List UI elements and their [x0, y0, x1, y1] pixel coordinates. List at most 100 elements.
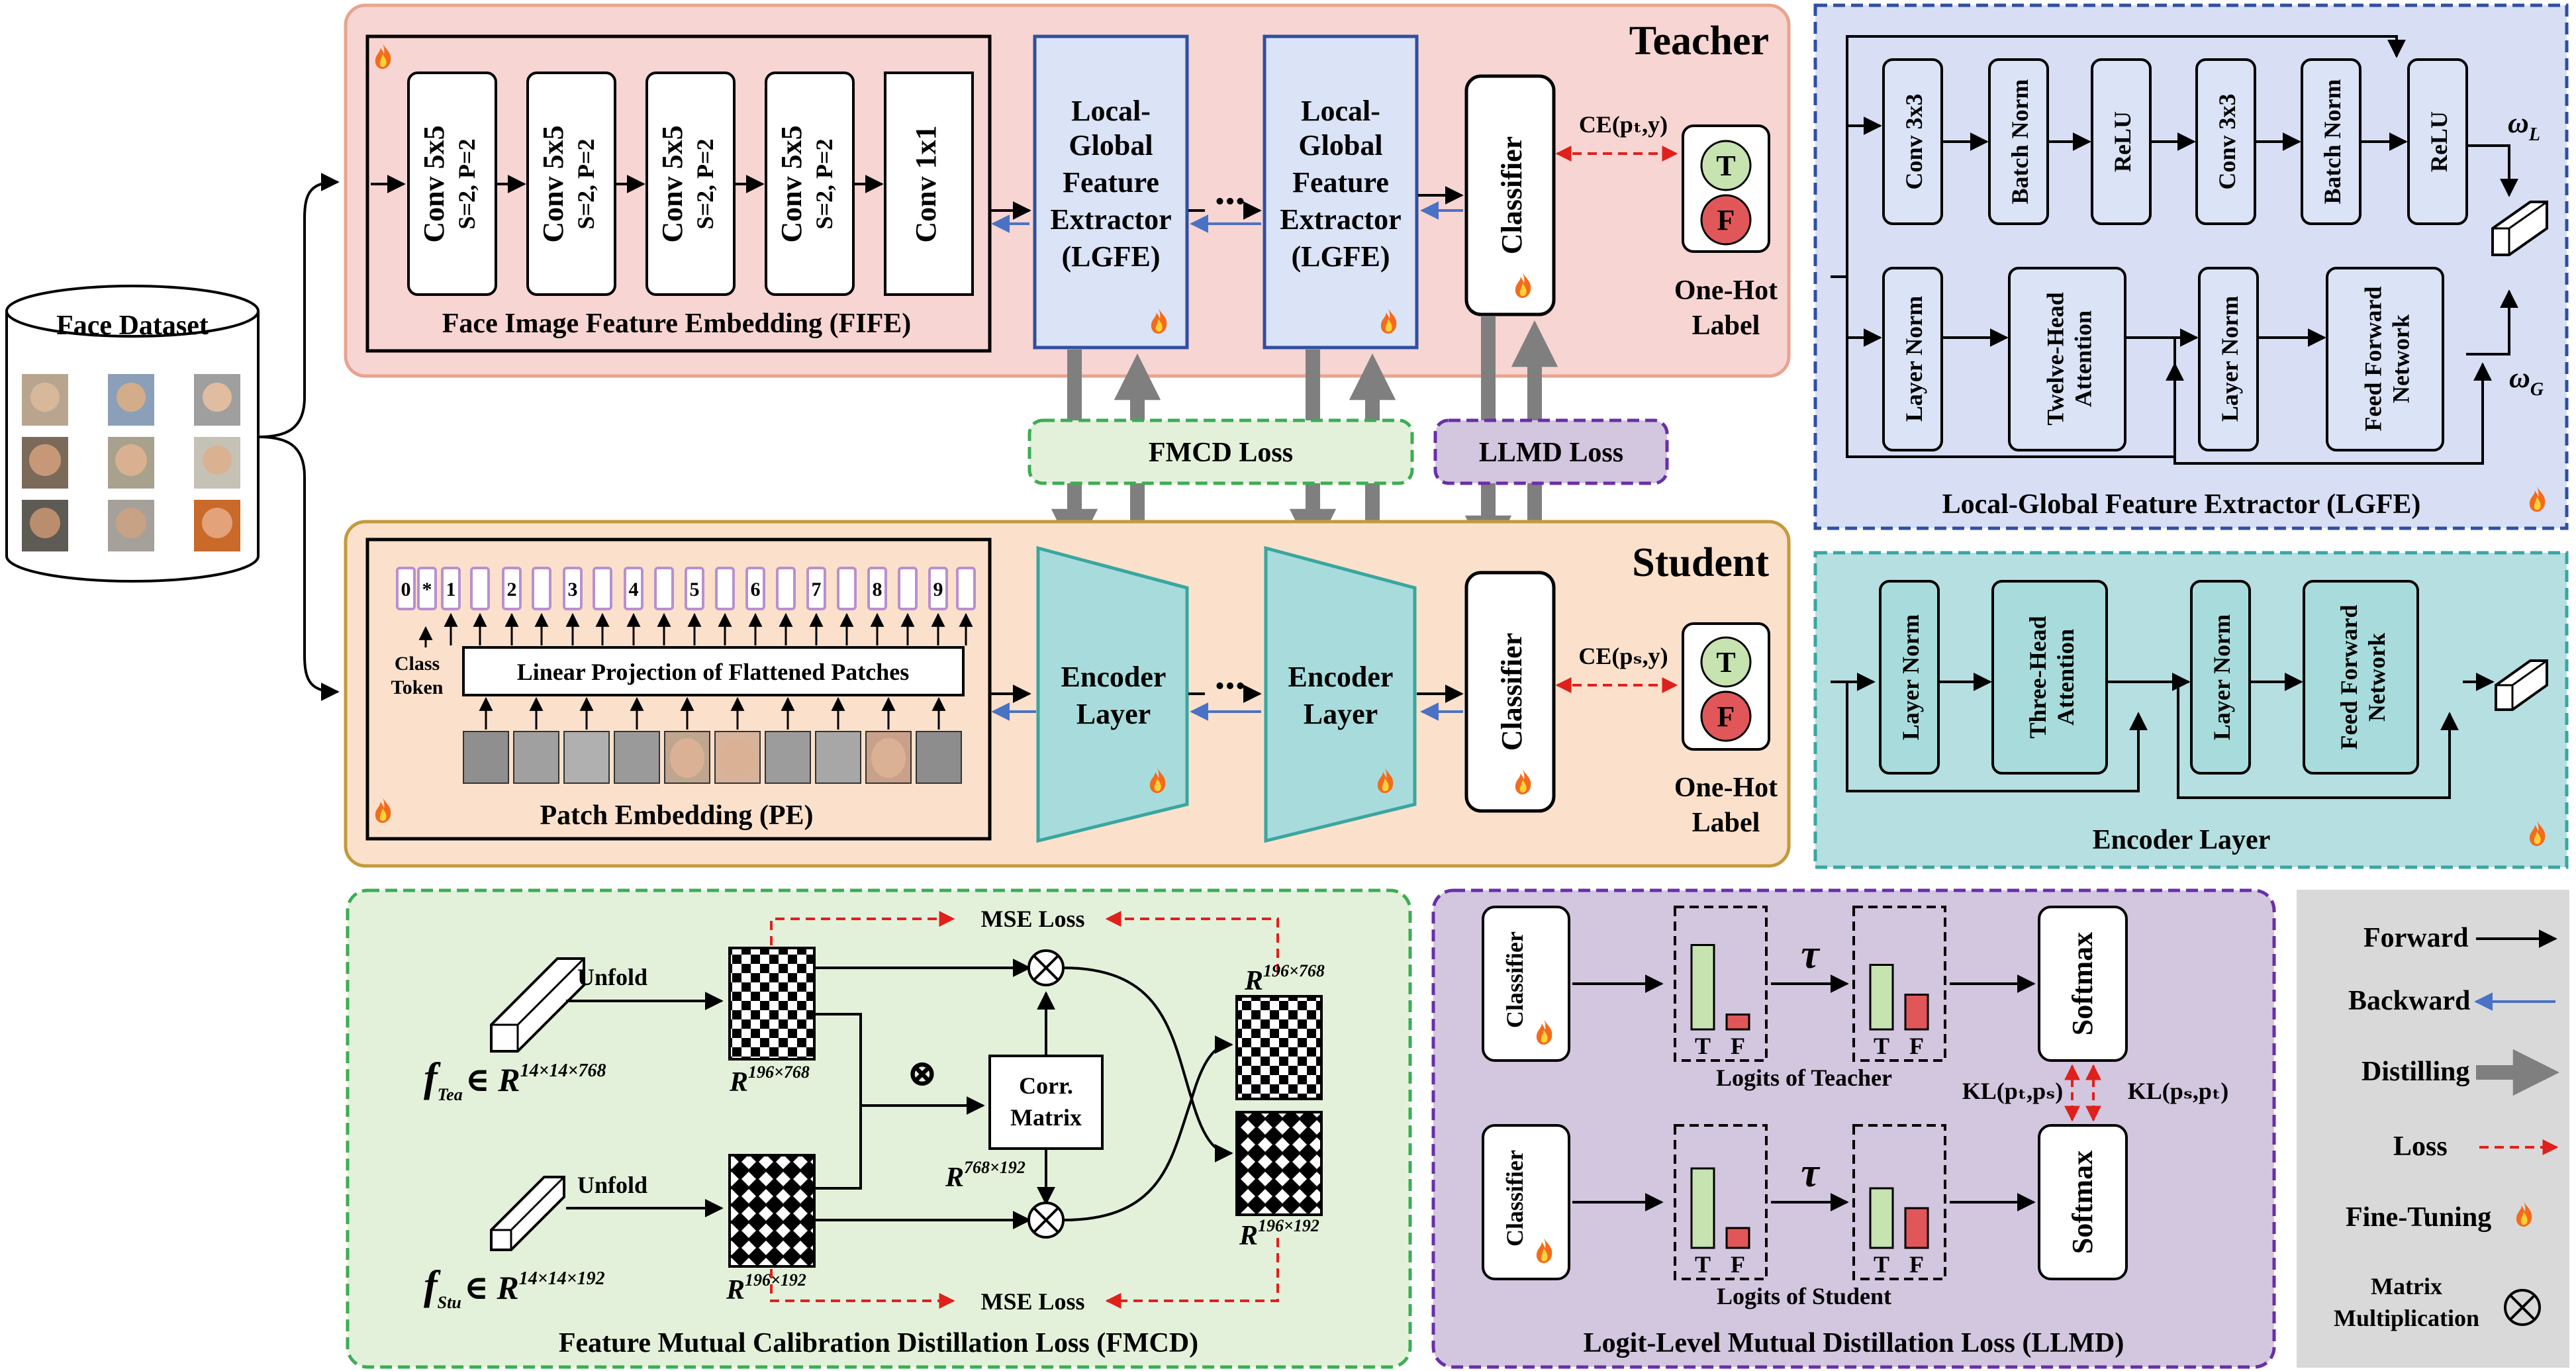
token-label: 1: [446, 579, 456, 600]
svg-text:Feature: Feature: [1063, 166, 1159, 199]
token-box: [715, 567, 735, 610]
svg-text:Twelve-Head: Twelve-Head: [2042, 292, 2069, 425]
mse-loss-top: MSE Loss: [980, 906, 1084, 932]
svg-text:Classifier: Classifier: [1502, 931, 1528, 1028]
token-label: 3: [568, 579, 578, 600]
omega-l-label: ωL: [2508, 107, 2540, 145]
conv-block-2: Conv 5x5 S=2, P=2: [526, 71, 616, 296]
svg-text:Classifier: Classifier: [1496, 633, 1528, 751]
svg-text:Layer: Layer: [1304, 698, 1378, 730]
teacher-panel: Teacher Face Image Feature Embedding (FI…: [344, 3, 1791, 378]
svg-text:Token: Token: [391, 677, 444, 698]
svg-text:Batch Norm: Batch Norm: [2007, 79, 2033, 205]
token-box: [441, 567, 461, 610]
linear-projection-box: Linear Projection of Flattened Patches: [462, 646, 965, 696]
pe-caption: Patch Embedding (PE): [540, 800, 813, 831]
kl-student-teacher: KL(pₛ,pₜ): [2128, 1078, 2229, 1104]
logit-bar-t: [1869, 964, 1894, 1031]
token-label: *: [422, 579, 432, 600]
svg-text:Global: Global: [1298, 129, 1382, 162]
token-box: [806, 567, 826, 610]
token-box: [685, 567, 704, 610]
fife-caption: Face Image Feature Embedding (FIFE): [442, 308, 911, 339]
image-patch: [563, 731, 610, 784]
svg-text:Layer Norm: Layer Norm: [1901, 296, 1927, 422]
class-token-label: Class: [395, 653, 440, 675]
svg-text:Conv 5x5: Conv 5x5: [775, 125, 808, 242]
lgfe-bottom-block: [2326, 267, 2444, 451]
token-box: [624, 567, 644, 610]
svg-text:Classifier: Classifier: [1496, 136, 1528, 254]
lgfe-caption: Local-Global Feature Extractor (LGFE): [1942, 489, 2421, 520]
svg-text:Layer Norm: Layer Norm: [2217, 296, 2243, 422]
legend-forward: Forward: [2363, 923, 2469, 953]
logit-bar-t: [1690, 944, 1715, 1031]
lgfe-panel: Local-Global Feature Extractor (LGFE) Co…: [1813, 3, 2569, 530]
svg-text:R196×192: R196×192: [726, 1270, 806, 1305]
svg-text:Classifier: Classifier: [1502, 1150, 1528, 1247]
lgfe-bottom-block: [1882, 267, 1943, 451]
token-box: [898, 567, 918, 610]
svg-text:Label: Label: [1692, 808, 1760, 838]
lgfe-block-1: Local- Global Feature Extractor (LGFE): [1033, 34, 1189, 350]
token-box: [532, 567, 551, 610]
fife-box: [365, 34, 992, 353]
fmcd-loss-box: FMCD Loss: [1027, 418, 1414, 485]
teacher-feature-cuboid: [490, 957, 585, 1053]
face-dataset: Face Dataset: [5, 285, 260, 583]
bar-label-t: T: [1695, 1033, 1711, 1059]
llmd-loss-box: LLMD Loss: [1433, 418, 1669, 485]
token-box: [593, 567, 612, 610]
image-patch: [614, 731, 660, 784]
matrix-multiply-icon: ⊗: [907, 1053, 938, 1094]
svg-text:Unfold: Unfold: [577, 964, 647, 990]
student-feature-cuboid: [490, 1176, 565, 1251]
student-ellipsis: ...: [1215, 653, 1246, 698]
svg-text:Conv 5x5: Conv 5x5: [418, 125, 450, 242]
svg-text:Network: Network: [2363, 633, 2390, 722]
tau-teacher: τ: [1801, 932, 1821, 977]
svg-text:Linear Projection of Flattened: Linear Projection of Flattened Patches: [517, 659, 910, 685]
kl-teacher-student: KL(pₜ,pₛ): [1962, 1078, 2064, 1104]
token-label: 0: [401, 579, 411, 600]
f-tea-label: fTea∈ R14×14×768: [424, 1055, 606, 1104]
svg-text:Softmax: Softmax: [2066, 1151, 2099, 1254]
svg-text:ReLU: ReLU: [2426, 111, 2452, 172]
svg-text:S=2, P=2: S=2, P=2: [453, 138, 480, 229]
token-label: 5: [690, 579, 700, 600]
encoder-block: [2303, 580, 2419, 775]
svg-text:Encoder: Encoder: [1288, 661, 1394, 693]
lgfe-block-2: Local- Global Feature Extractor (LGFE): [1263, 34, 1419, 350]
svg-text:R196×768: R196×768: [1244, 961, 1325, 996]
svg-text:Layer Norm: Layer Norm: [1897, 614, 1924, 740]
mse-loss-bottom: MSE Loss: [980, 1288, 1084, 1315]
svg-text:FMCD Loss: FMCD Loss: [1149, 438, 1293, 468]
token-box: [654, 567, 674, 610]
llmd-caption: Logit-Level Mutual Distillation Loss (LL…: [1584, 1328, 2124, 1358]
omega-g-label: ωG: [2509, 361, 2544, 400]
svg-text:One-Hot: One-Hot: [1674, 773, 1778, 803]
svg-text:Conv 1x1: Conv 1x1: [910, 125, 942, 242]
teacher-logits-box: [1674, 906, 1768, 1062]
logits-teacher-label: Logits of Teacher: [1716, 1064, 1892, 1091]
logit-bar-t: [1869, 1187, 1894, 1249]
student-unfolded-matrix: [728, 1154, 816, 1268]
svg-text:Extractor: Extractor: [1280, 203, 1401, 236]
teacher-logits-tau-box: [1852, 906, 1946, 1062]
logit-bar-t: [1690, 1167, 1715, 1249]
legend-finetuning: Fine-Tuning: [2346, 1202, 2491, 1233]
encoder-layer-block-2: Encoder Layer: [1264, 545, 1417, 843]
svg-text:Global: Global: [1069, 129, 1153, 162]
token-label: 7: [812, 579, 822, 600]
svg-text:Matrix: Matrix: [1010, 1104, 1082, 1131]
bar-label-f: F: [1909, 1033, 1924, 1059]
corr-matrix-box: Corr. Matrix: [988, 1055, 1104, 1150]
svg-text:(LGFE): (LGFE): [1061, 240, 1160, 273]
student-logits-box: [1674, 1124, 1768, 1280]
svg-text:Layer Norm: Layer Norm: [2209, 614, 2235, 740]
svg-text:Attention: Attention: [2070, 310, 2097, 407]
token-label: 6: [751, 579, 761, 600]
encoder-block: [2190, 580, 2251, 775]
